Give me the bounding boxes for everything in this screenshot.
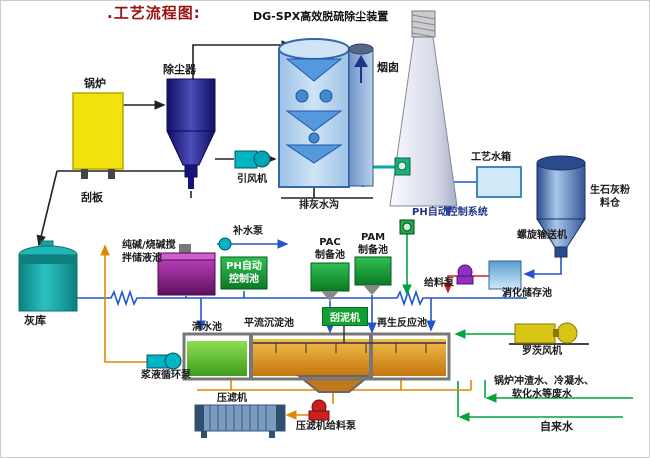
pam-tank-shape bbox=[354, 256, 392, 295]
page-title: .工艺流程图: bbox=[107, 4, 201, 22]
wastewater-label-line1: 锅炉冲渣水、冷凝水、 bbox=[494, 376, 594, 387]
feed-pump-shape bbox=[456, 264, 474, 285]
flow-lines-red bbox=[443, 275, 489, 294]
pac-tank-label-line2: 制备池 bbox=[315, 250, 345, 261]
makeup-water-pump-label: 补水泵 bbox=[233, 226, 263, 237]
ph-control-tank-label-line2: 控制池 bbox=[229, 274, 259, 285]
digestion-storage-tank-label: 消化储存池 bbox=[502, 288, 552, 299]
chimney-shape bbox=[389, 10, 458, 207]
induced-draft-fan-label: 引风机 bbox=[237, 174, 267, 185]
chimney-label: 烟囱 bbox=[377, 61, 399, 74]
lime-silo-label-line2: 料仓 bbox=[600, 198, 620, 209]
boiler-shape bbox=[72, 92, 124, 179]
ash-drain-label: 排灰水沟 bbox=[299, 200, 339, 211]
scrubber-device-title: DG-SPX高效脱硫除尘装置 bbox=[253, 10, 389, 23]
roots-blower-shape bbox=[509, 322, 589, 345]
soda-mixing-tank-label-line2: 拌储液池 bbox=[122, 253, 162, 264]
slurry-pump-shape bbox=[146, 352, 182, 370]
flow-lines-green bbox=[402, 234, 633, 422]
ph-control-tank-label-line1: PH自动 bbox=[226, 261, 262, 272]
dust-collector-label: 除尘器 bbox=[163, 63, 196, 76]
boiler-label: 锅炉 bbox=[84, 77, 106, 90]
ph-auto-control-system-label: PH自动控制系统 bbox=[412, 207, 488, 218]
wastewater-label-line2: 软化水等废水 bbox=[512, 389, 572, 400]
pac-tank-label: PAC 制备池 bbox=[310, 236, 350, 262]
pam-tank-label-line2: 制备池 bbox=[358, 245, 388, 256]
ash-storage-label: 灰库 bbox=[24, 314, 46, 327]
lime-silo-label: 生石灰粉 料仓 bbox=[587, 184, 633, 210]
ash-storage-shape bbox=[18, 240, 78, 312]
soda-mixing-tank-shape bbox=[157, 244, 216, 296]
filter-press-shape bbox=[194, 404, 286, 438]
feed-pump-label: 给料泵 bbox=[424, 278, 454, 289]
process-water-tank-shape bbox=[476, 166, 522, 198]
induced-draft-fan-shape bbox=[234, 150, 271, 169]
dust-collector-shape bbox=[166, 78, 216, 189]
process-water-tank-label: 工艺水箱 bbox=[471, 152, 511, 163]
filter-press-feed-pump-label: 压滤机给料泵 bbox=[296, 421, 356, 432]
soda-mixing-tank-label: 纯碱/烧碱搅 拌储液池 bbox=[122, 239, 176, 265]
scrubber-tower-shape bbox=[278, 38, 350, 188]
clear-water-tank-label: 清水池 bbox=[192, 322, 222, 333]
pac-tank-label-line1: PAC bbox=[319, 237, 341, 248]
outlet-duct-shape bbox=[348, 43, 374, 187]
slurry-circulation-pump-label: 浆液循环泵 bbox=[141, 370, 191, 381]
sedimentation-tank-label: 平流沉淀池 bbox=[244, 318, 294, 329]
wastewater-label: 锅炉冲渣水、冷凝水、 软化水等废水 bbox=[494, 375, 594, 401]
pac-tank-shape bbox=[310, 262, 350, 301]
lime-silo-label-line1: 生石灰粉 bbox=[590, 185, 630, 196]
tap-water-label: 自来水 bbox=[540, 420, 573, 433]
mud-scraper-label-text: 刮泥机 bbox=[330, 313, 360, 324]
roots-blower-label: 罗茨风机 bbox=[522, 346, 562, 357]
filter-press-label: 压滤机 bbox=[217, 393, 247, 404]
basin-shape bbox=[182, 324, 451, 393]
scraper-label: 刮板 bbox=[81, 191, 103, 204]
mud-scraper-label: 刮泥机 bbox=[322, 307, 368, 326]
soda-mixing-tank-label-line1: 纯碱/烧碱搅 bbox=[122, 240, 176, 251]
regeneration-tank-label: 再生反应池 bbox=[377, 318, 427, 329]
pam-tank-label: PAM 制备池 bbox=[353, 231, 393, 257]
pam-tank-label-line1: PAM bbox=[360, 232, 386, 243]
lime-silo-shape bbox=[536, 155, 586, 258]
ph-dosing-pump-shape bbox=[399, 219, 415, 235]
makeup-pump-shape bbox=[218, 237, 232, 251]
screw-conveyor-label: 螺旋输送机 bbox=[517, 230, 567, 241]
ph-control-tank-shape bbox=[220, 256, 268, 290]
filter-press-feed-pump-shape bbox=[308, 399, 330, 421]
ph-control-tank-label: PH自动 控制池 bbox=[221, 260, 267, 286]
flow-lines-black bbox=[36, 40, 421, 247]
digestion-tank-shape bbox=[488, 260, 522, 290]
booster-fan-shape bbox=[394, 157, 411, 176]
